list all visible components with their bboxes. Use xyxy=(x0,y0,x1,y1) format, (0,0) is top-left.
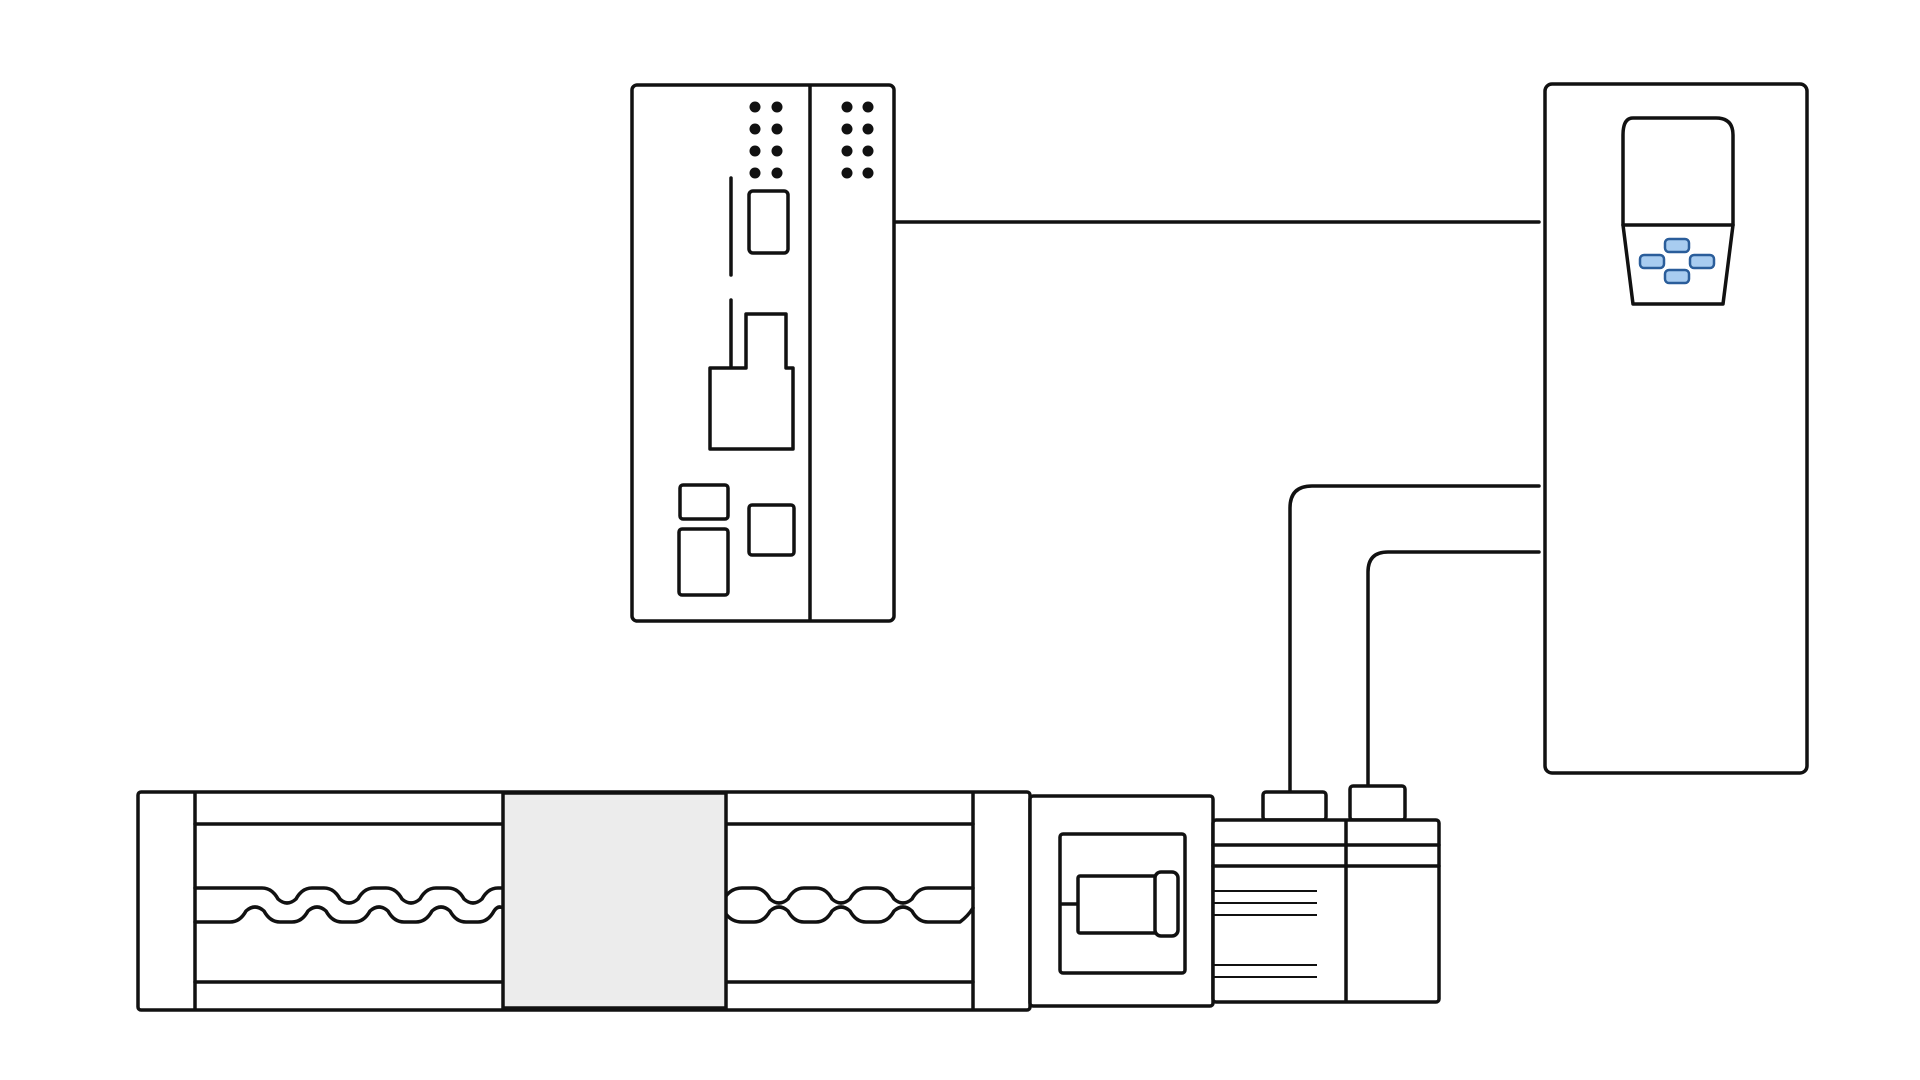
keypad-left-key xyxy=(1638,253,1666,270)
connection-drive-to-motor-feedback xyxy=(1366,550,1541,788)
actuator-lead-screw-right xyxy=(724,886,975,924)
linear-actuator xyxy=(136,790,1215,1012)
servo-motor xyxy=(1211,784,1441,1004)
coupling-flange xyxy=(1153,870,1180,938)
servo-drive xyxy=(1543,82,1809,775)
drive-keypad-buttons xyxy=(1638,237,1716,285)
motor-power-connector xyxy=(1261,790,1328,822)
controller-module xyxy=(630,83,896,623)
controller-connector-large xyxy=(677,527,730,597)
controller-connector-small xyxy=(678,483,730,521)
controller-port-top xyxy=(747,189,790,255)
controller-led-grid-left xyxy=(749,101,783,179)
controller-terminal-block xyxy=(708,312,795,451)
connections xyxy=(891,220,1541,794)
coupling-body xyxy=(1076,874,1160,935)
actuator-lead-screw-left xyxy=(193,886,505,924)
controller-connector-side xyxy=(747,503,796,557)
drive-housing xyxy=(1543,82,1809,775)
keypad-right-key xyxy=(1688,253,1716,270)
motor-feedback-connector xyxy=(1348,784,1407,822)
motor-body xyxy=(1211,818,1441,1004)
motor-cooling-fins xyxy=(1213,890,1317,978)
controller-led-grid-right xyxy=(841,101,874,179)
keypad-up-key xyxy=(1663,237,1691,254)
keypad-down-key xyxy=(1663,268,1691,285)
connection-drive-to-motor-power xyxy=(1288,484,1541,794)
actuator-carriage xyxy=(501,791,728,1010)
